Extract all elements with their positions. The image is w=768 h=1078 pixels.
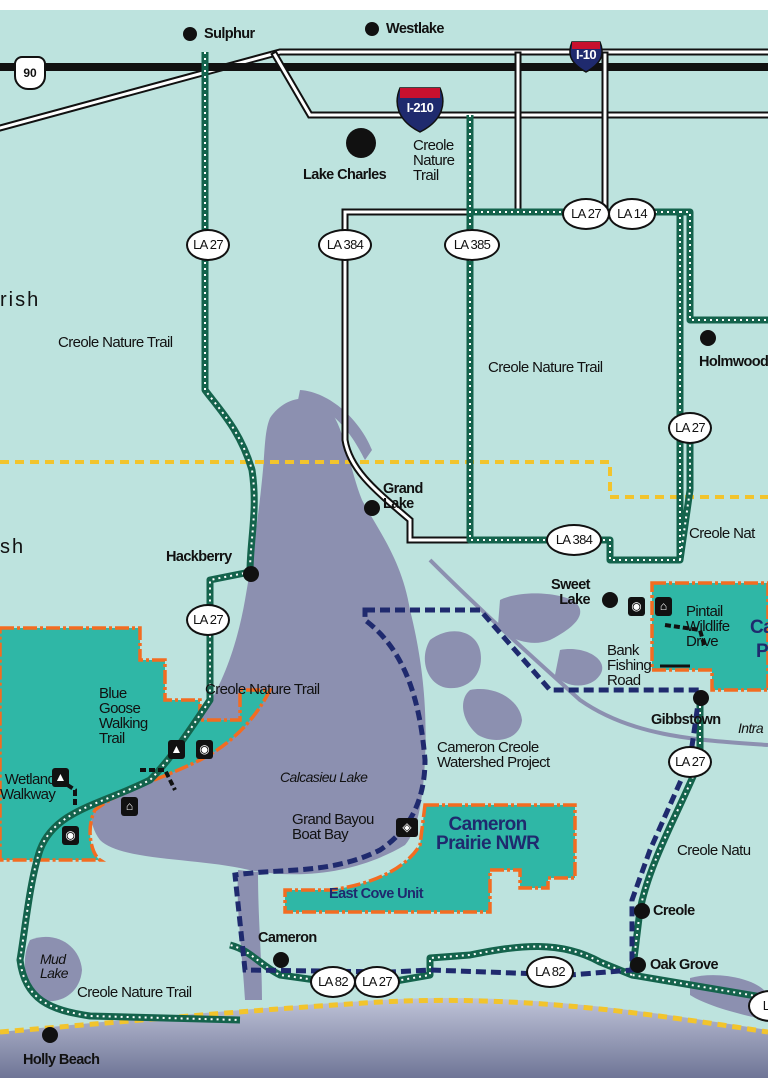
label-blue-goose-trail: Blue Goose Walking Trail: [99, 685, 148, 747]
oak-grove-dot: [630, 957, 646, 973]
label-wetland-walkway: Wetland Walkway: [0, 771, 56, 803]
la384-shield: LA 384: [318, 229, 372, 261]
observation-tower-icon: ▲: [52, 768, 69, 787]
la384-shield-south: LA 384: [546, 524, 602, 556]
label-grand-lake: Grand Lake: [383, 481, 423, 512]
label-creole-nature-trail-hackberry: Creole Nature Trail: [205, 681, 320, 698]
i10-shield-label: I-10: [575, 47, 597, 62]
picnic-shelter-icon: ⌂: [655, 597, 672, 616]
i10-shield-shape: [569, 41, 603, 73]
label-cameron-fragment-a: Ca: [750, 617, 768, 638]
label-cameron: Cameron: [258, 930, 317, 946]
la27-shield-gibbstown: LA 27: [668, 746, 712, 778]
la27-shield-holmwood: LA 27: [668, 412, 712, 444]
observation-tower-icon: ▲: [168, 740, 185, 759]
label-calcasieu-lake: Calcasieu Lake: [280, 769, 368, 785]
sweet-lake-water: [498, 593, 581, 643]
gibbstown-dot: [693, 690, 709, 706]
label-lake-charles: Lake Charles: [303, 167, 387, 183]
restroom-icon: ◉: [62, 826, 79, 845]
holmwood-dot: [700, 330, 716, 346]
label-holly-beach: Holly Beach: [23, 1052, 100, 1068]
grand-lake-dot: [364, 500, 380, 516]
walkway-path: [58, 768, 177, 805]
la385-shield: LA 385: [444, 229, 500, 261]
label-creole-nature-trail-east: Creole Nat: [689, 525, 755, 542]
pond-water-3: [555, 649, 603, 686]
holly-beach-dot: [42, 1027, 58, 1043]
label-calcasieu-parish: rish: [0, 289, 41, 311]
label-cameron-parish: sh: [0, 536, 26, 558]
label-sulphur: Sulphur: [204, 26, 255, 42]
label-cameron-fragment-b: P: [756, 641, 768, 662]
cameron-dot: [273, 952, 289, 968]
label-cameron-creole-watershed: Cameron Creole Watershed Project: [437, 739, 550, 771]
label-intracoastal: Intra: [738, 720, 764, 736]
label-westlake: Westlake: [386, 21, 444, 37]
label-holmwood: Holmwood: [699, 354, 768, 370]
label-bank-fishing-road: Bank Fishing Road: [607, 642, 652, 689]
la27-shield-cameron: LA 27: [354, 966, 400, 998]
label-sweet-lake: Sweet Lake: [551, 577, 591, 608]
creole-dot: [634, 903, 650, 919]
label-creole-nature-trail-creole: Creole Natu: [677, 842, 751, 859]
label-grand-bayou-boat-bay: Grand Bayou Boat Bay: [292, 811, 374, 843]
i210-shield-label: I-210: [406, 100, 434, 115]
us90-shield: 90: [14, 56, 46, 90]
pintail-drive-path: [664, 623, 707, 649]
restroom-icon: ◉: [196, 740, 213, 759]
restroom-icon: ◉: [628, 597, 645, 616]
pond-water-2: [463, 689, 522, 740]
label-pintail-drive: Pintail Wildlife Drive: [686, 603, 730, 650]
label-oak-grove: Oak Grove: [650, 957, 719, 973]
town-markers: [42, 22, 716, 1043]
top-border: [0, 0, 768, 10]
fishing-icon: ◈: [396, 818, 418, 837]
cameron-prairie-gibbstown-area: [650, 581, 768, 692]
watershed-boundary: [232, 607, 703, 978]
i210-shield-shape: [396, 87, 444, 133]
label-creole-nature-trail-south: Creole Nature Trail: [77, 984, 192, 1001]
la27-shield-hackberry: LA 27: [186, 604, 230, 636]
label-creole-nature-trail-west: Creole Nature Trail: [58, 334, 173, 351]
la14-shield: LA 14: [608, 198, 656, 230]
label-hackberry: Hackberry: [166, 549, 232, 565]
label-creole-nature-trail-stacked: Creole Nature Trail: [413, 137, 455, 184]
la82-shield-east: LA 82: [526, 956, 574, 988]
highway-network: [0, 48, 768, 544]
label-mud-lake: Mud Lake: [40, 951, 69, 981]
pond-water: [424, 631, 481, 689]
la27-shield-north: LA 27: [562, 198, 610, 230]
label-creole-nature-trail-center: Creole Nature Trail: [488, 359, 603, 376]
westlake-dot: [365, 22, 379, 36]
ship-channel: [298, 390, 372, 460]
cameron-prairie-nwr-area: [283, 803, 577, 914]
la27-shield: LA 27: [186, 229, 230, 261]
lake-charles-dot: [346, 128, 376, 158]
label-gibbstown: Gibbstown: [651, 712, 721, 728]
mud-lake-water: [24, 936, 82, 1002]
sulphur-dot: [183, 27, 197, 41]
hackberry-dot: [243, 566, 259, 582]
sabine-nwr-area: [0, 626, 273, 862]
picnic-shelter-icon: ⌂: [121, 797, 138, 816]
la82-shield-cameron: LA 82: [310, 966, 356, 998]
sweet-lake-dot: [602, 592, 618, 608]
label-cameron-prairie-nwr: Cameron Prairie NWR: [436, 814, 540, 854]
i210-shield-top: [400, 88, 440, 98]
parish-boundary: [0, 460, 768, 499]
label-creole: Creole: [653, 903, 695, 919]
label-east-cove-unit: East Cove Unit: [329, 886, 424, 902]
i10-shield-top: [572, 42, 600, 49]
beach-line: [0, 997, 768, 1035]
